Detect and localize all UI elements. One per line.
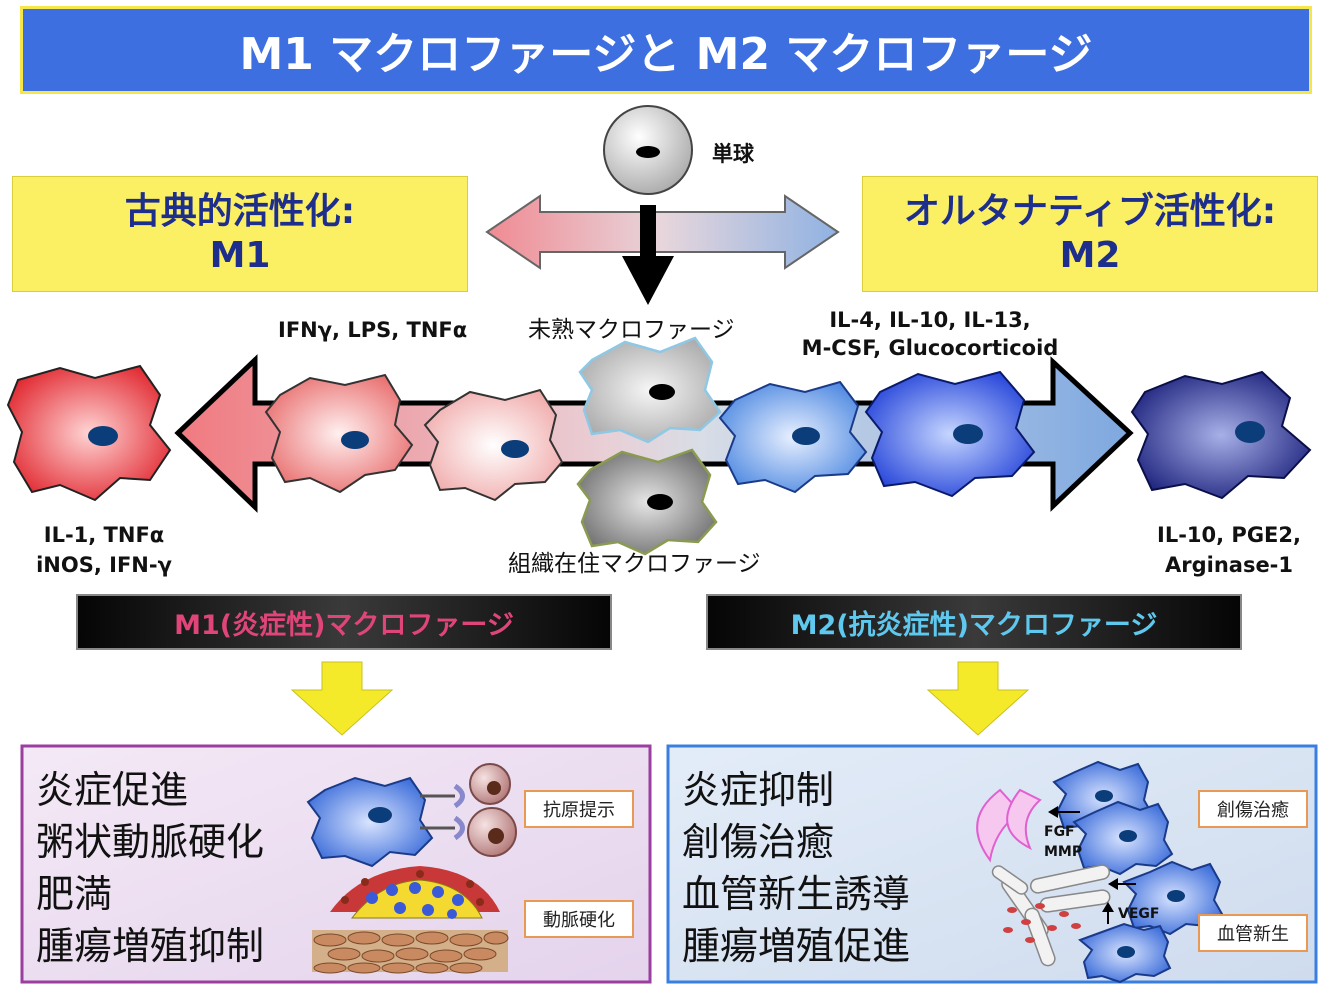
m1-effect-item: 肥満	[36, 872, 113, 916]
m2-stimuli-line2: M-CSF, Glucocorticoid	[801, 336, 1059, 360]
blood-vessel-illustration	[991, 864, 1111, 967]
m2-type-bar: M2(抗炎症性)マクロファージ	[706, 594, 1242, 650]
m1-activation-box: 古典的活性化: M1	[12, 176, 468, 292]
m2-stimuli-line1: IL-4, IL-10, IL-13,	[829, 308, 1031, 332]
m1-activation-title: 古典的活性化:	[124, 191, 356, 232]
m1-effect-item: 炎症促進	[36, 768, 189, 812]
antigen-presenting-nucleus	[368, 807, 392, 823]
m2-cell-mid-nucleus	[953, 424, 983, 444]
m1-activation-type: M1	[209, 235, 271, 276]
m1-cell-light-nucleus	[501, 440, 529, 458]
m2-effect-item: 血管新生誘導	[682, 872, 911, 916]
m1-type-bar: M1(炎症性)マクロファージ	[76, 594, 612, 650]
m2-effect-item: 腫瘍増殖促進	[682, 924, 911, 968]
m2-effects-list: 炎症抑制 創傷治癒 血管新生誘導 腫瘍増殖促進	[682, 764, 910, 972]
m2-effect-item: 創傷治癒	[682, 820, 835, 864]
m2-cell-light-nucleus	[792, 427, 820, 445]
m2-cell-dark	[1130, 370, 1312, 500]
m1-yellow-arrow	[290, 661, 394, 736]
m2-yellow-arrow	[926, 661, 1030, 736]
m1-type-label: M1(炎症性)マクロファージ	[174, 609, 514, 641]
m1-products-label: IL-1, TNFα iNOS, IFN-γ	[14, 520, 194, 580]
m2-cell-mid	[864, 370, 1036, 498]
m2-products-line1: IL-10, PGE2,	[1157, 523, 1301, 547]
m2-stimuli-label: IL-4, IL-10, IL-13, M-CSF, Glucocorticoi…	[790, 306, 1070, 362]
immature-macrophage-label: 未熟マクロファージ	[528, 317, 735, 343]
m1-outcome-content: 炎症促進 粥状動脈硬化 肥満 腫瘍増殖抑制 抗原提示 動脈硬化	[22, 746, 650, 982]
m2-activation-title: オルタナティブ活性化:	[903, 191, 1277, 232]
m2-products-label: IL-10, PGE2, Arginase-1	[1136, 520, 1322, 580]
monocyte-nucleus	[636, 146, 660, 158]
m1-effects-list: 炎症促進 粥状動脈硬化 肥満 腫瘍増殖抑制	[36, 764, 264, 972]
m1-effect-item: 粥状動脈硬化	[36, 820, 265, 864]
wound-healing-tag: 創傷治癒	[1198, 790, 1308, 828]
fibroblast-illustration	[976, 788, 1042, 863]
fgf-label: FGF	[1044, 824, 1075, 840]
m2-activation-box: オルタナティブ活性化: M2	[862, 176, 1318, 292]
m1-cell-mid	[264, 373, 414, 494]
m2-effect-item: 炎症抑制	[682, 768, 835, 812]
m1-cell-light	[423, 388, 564, 502]
m1-cell-dark-nucleus	[88, 426, 118, 446]
antigen-presentation-tag: 抗原提示	[524, 790, 634, 828]
tissue-macrophage-nucleus	[647, 494, 673, 510]
vegf-label: VEGF	[1118, 906, 1160, 922]
immature-macrophage-nucleus	[649, 384, 675, 400]
m1-cell-mid-nucleus	[341, 431, 369, 449]
m1-products-line1: IL-1, TNFα	[43, 523, 165, 547]
m2-outcome-content: 炎症抑制 創傷治癒 血管新生誘導 腫瘍増殖促進 創傷治癒 血管新生 FGF MM…	[668, 746, 1316, 982]
atherosclerosis-illustration	[312, 866, 509, 974]
m1-products-line2: iNOS, IFN-γ	[36, 553, 172, 577]
page-title: M1 マクロファージと M2 マクロファージ	[20, 6, 1312, 94]
red-blood-cells	[1003, 903, 1081, 943]
title-text: M1 マクロファージと M2 マクロファージ	[239, 29, 1093, 80]
mmp-label: MMP	[1044, 844, 1083, 860]
top-double-arrow	[485, 194, 840, 270]
m1-effect-item: 腫瘍増殖抑制	[36, 924, 265, 968]
tissue-macrophage-label: 組織在住マクロファージ	[508, 551, 761, 577]
m2-type-label: M2(抗炎症性)マクロファージ	[790, 609, 1158, 641]
antigen-presenting-cell	[306, 776, 434, 868]
angiogenesis-tag: 血管新生	[1198, 914, 1308, 952]
m1-stimuli-label: IFNγ, LPS, TNFα	[278, 318, 468, 342]
m2-products-line2: Arginase-1	[1164, 553, 1294, 577]
monocyte-label: 単球	[712, 142, 754, 166]
m2-cell-dark-nucleus	[1235, 421, 1265, 443]
atherosclerosis-tag: 動脈硬化	[524, 900, 634, 938]
m2-activation-type: M2	[1059, 235, 1121, 276]
down-arrow	[622, 205, 674, 305]
